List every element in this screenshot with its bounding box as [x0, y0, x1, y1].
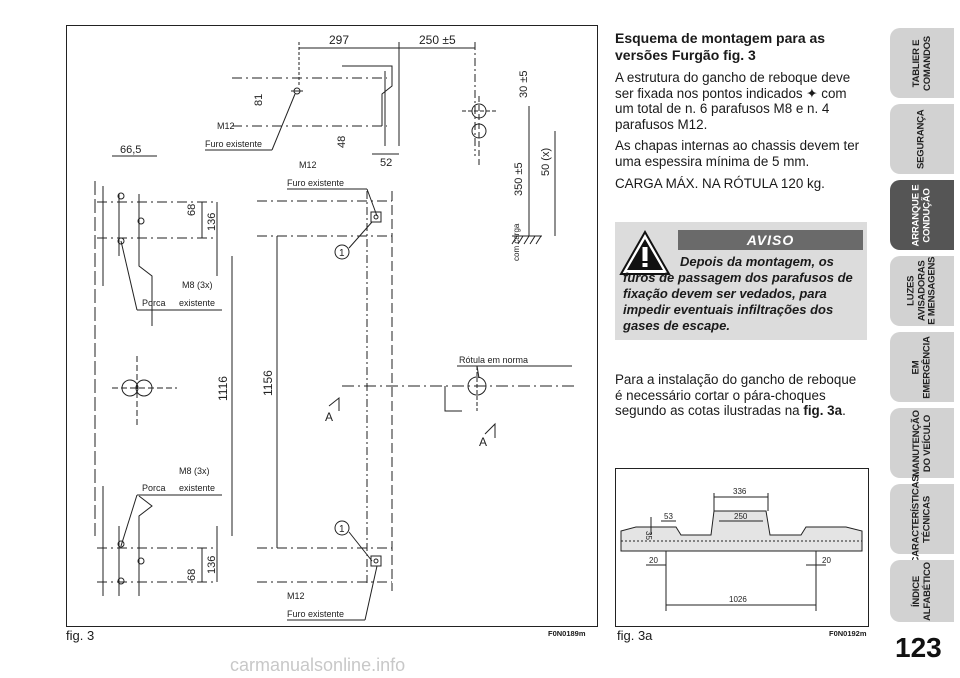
bumper-cut-diagram: 336 53 250 35 20 20 1026	[620, 487, 863, 611]
page-number: 123	[895, 632, 942, 663]
technical-drawing-fig3a: 336 53 250 35 20 20 1026	[615, 468, 869, 627]
tab-label-seguranca: SEGURANÇA	[915, 109, 927, 169]
dim-336: 336	[733, 487, 747, 496]
tab-label-tablier: TABLIER E COMANDOS	[910, 35, 933, 91]
label-existente-top: existente	[179, 298, 215, 308]
warning-text: Depois da montagem, os furos de passagem…	[623, 254, 853, 333]
dim-68-bottom: 68	[186, 569, 198, 581]
dim-52: 52	[380, 157, 392, 169]
label-m8-top: M8 (3x)	[182, 280, 213, 290]
dim-50x: 50 (x)	[540, 148, 552, 176]
warning-triangle-icon	[619, 229, 671, 275]
tab-manutencao[interactable]: MANUTENÇÃO DO VEÍCULO	[890, 408, 954, 478]
tab-label-indice: ÍNDICE ALFABÉTICO	[910, 561, 932, 621]
dim-1026: 1026	[729, 595, 747, 604]
dim-30: 30 ±5	[518, 71, 530, 98]
dim-68-top: 68	[186, 204, 198, 216]
bumper-cut-paragraph: Para a instalação do gancho de reboque é…	[615, 372, 867, 425]
dim-1116: 1116	[216, 376, 230, 401]
dim-35: 35	[644, 531, 653, 540]
section-a-right: A	[479, 435, 487, 449]
warning-label: AVISO	[678, 230, 863, 250]
paragraph-plate-thickness: As chapas internas ao chassis devem ter …	[615, 138, 860, 169]
fig3-caption: fig. 3	[66, 628, 95, 643]
label-porca-bottom: Porca	[142, 483, 166, 493]
tab-label-manutencao: MANUTENÇÃO DO VEÍCULO	[910, 409, 933, 477]
tab-caracteristicas[interactable]: CARACTERÍSTICAS TÉCNICAS	[890, 475, 954, 563]
label-com-carga: com carga	[512, 223, 521, 261]
instructions-column: Esquema de montagem para as versões Furg…	[615, 30, 867, 197]
dim-20-left: 20	[649, 556, 658, 565]
label-furo-mid: Furo existente	[287, 178, 344, 188]
section-heading: Esquema de montagem para as versões Furg…	[615, 30, 826, 63]
label-m12-bottom: M12	[287, 591, 305, 601]
dim-1156: 1156	[261, 370, 275, 396]
tab-tablier-comandos[interactable]: TABLIER E COMANDOS	[890, 28, 954, 98]
tab-em-emergencia[interactable]: EM EMERGÊNCIA	[890, 332, 954, 402]
label-existente-bottom: existente	[179, 483, 215, 493]
tab-seguranca[interactable]: SEGURANÇA	[890, 104, 954, 174]
marker-1-top: 1	[339, 248, 345, 259]
label-m12-mid: M12	[299, 160, 317, 170]
label-m12-top-left: M12	[217, 121, 235, 131]
tab-label-caracteristicas: CARACTERÍSTICAS TÉCNICAS	[910, 475, 933, 563]
dim-20-right: 20	[822, 556, 831, 565]
paragraph-bumper-cut: Para a instalação do gancho de reboque é…	[615, 372, 857, 419]
fig3a-reference: fig. 3a	[803, 403, 843, 419]
dim-48: 48	[336, 136, 348, 148]
section-a-left: A	[325, 410, 333, 424]
tab-arranque-conducao[interactable]: ARRANQUE E CONDUÇÃO	[890, 180, 954, 250]
technical-drawing-fig3: 297 250 ±5 81 48 52 30 ±5 350 ±5 50 (x) …	[66, 25, 598, 627]
dim-250: 250 ±5	[419, 33, 456, 47]
label-furo-top-left: Furo existente	[205, 139, 262, 149]
tab-luzes-avisadoras[interactable]: LUZES AVISADORAS E MENSAGENS	[890, 256, 954, 326]
chapter-index-sidebar: TABLIER E COMANDOS SEGURANÇA ARRANQUE E …	[884, 20, 960, 630]
label-m8-bottom: M8 (3x)	[179, 466, 210, 476]
dim-297: 297	[329, 33, 349, 47]
marker-1-bottom: 1	[339, 524, 345, 535]
label-porca-top: Porca	[142, 298, 166, 308]
dim-136-bottom: 136	[206, 556, 218, 574]
tab-label-arranque: ARRANQUE E CONDUÇÃO	[910, 184, 933, 246]
dim-250-cut: 250	[734, 512, 748, 521]
paragraph-max-load: CARGA MÁX. NA RÓTULA 120 kg.	[615, 175, 825, 191]
dim-136-top: 136	[206, 213, 218, 231]
tab-label-emergencia: EM EMERGÊNCIA	[910, 335, 933, 399]
dim-81: 81	[253, 94, 265, 106]
label-rotula: Rótula em norma	[459, 355, 528, 365]
dim-66-5: 66,5	[120, 144, 141, 156]
paragraph-fixing-points: A estrutura do gancho de reboque deve se…	[615, 70, 851, 132]
tab-indice-alfabetico[interactable]: ÍNDICE ALFABÉTICO	[890, 560, 954, 622]
warning-box: AVISO Depois da montagem, os furos de pa…	[615, 222, 867, 340]
dim-350: 350 ±5	[513, 162, 525, 196]
watermark: carmanualsonline.info	[230, 655, 406, 675]
tab-label-luzes: LUZES AVISADORAS E MENSAGENS	[905, 256, 938, 326]
label-furo-bottom: Furo existente	[287, 609, 344, 619]
dim-53: 53	[664, 512, 673, 521]
mounting-diagram: 297 250 ±5 81 48 52 30 ±5 350 ±5 50 (x) …	[94, 33, 577, 621]
paragraph-period: .	[842, 403, 846, 419]
fig3a-caption: fig. 3a	[617, 628, 653, 643]
fig3a-code: F0N0192m	[829, 629, 867, 638]
fig3-code: F0N0189m	[548, 629, 586, 638]
